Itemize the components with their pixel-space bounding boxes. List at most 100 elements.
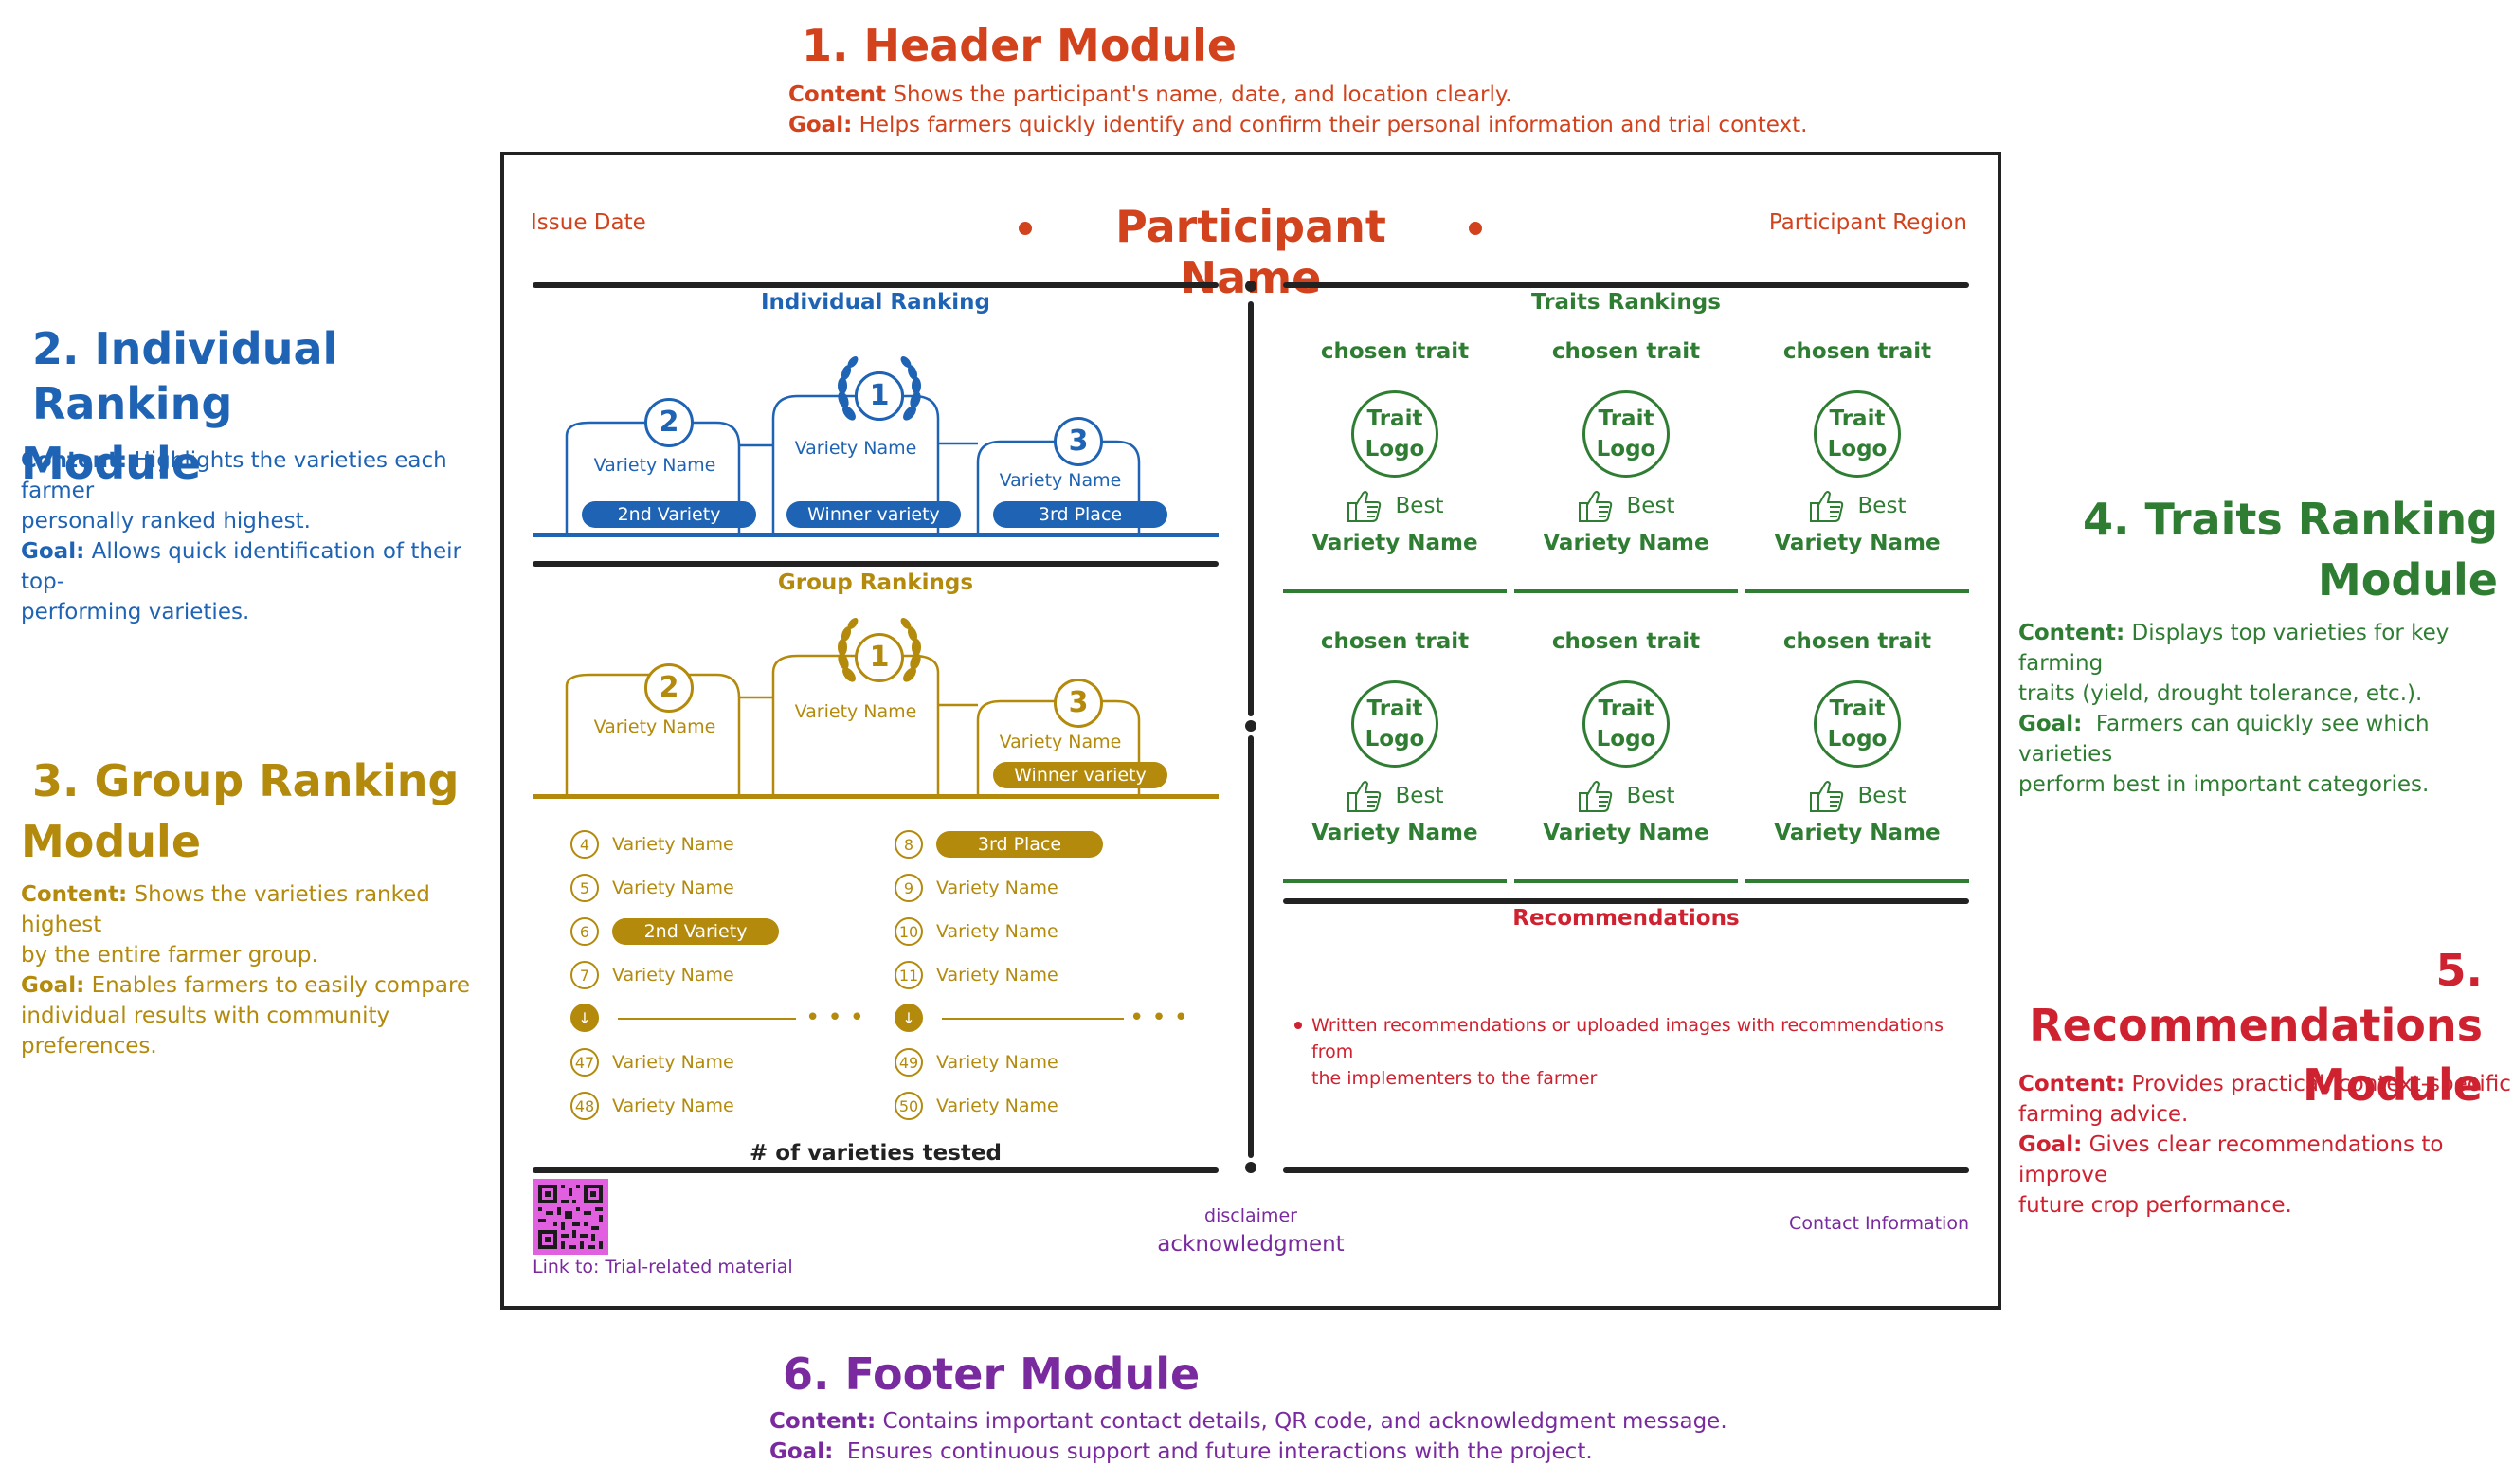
recommendations-module-desc: Content: Provides practical, context-spe… [2018, 1072, 2511, 1218]
thumbs-up-icon [1578, 781, 1612, 812]
group-third-label: Winner variety [993, 762, 1167, 788]
trial-material-link[interactable]: Link to: Trial-related material [533, 1257, 793, 1277]
group-list-item: 6 2nd Variety [570, 917, 779, 946]
footer-module-title: 6. Footer Module [783, 1348, 1201, 1400]
individual-third-variety: Variety Name [999, 470, 1122, 491]
header-module-content: Content Shows the participant's name, da… [788, 82, 1512, 107]
trait-logo-line2: Logo [1827, 727, 1888, 751]
thumbs-up-icon [1809, 781, 1843, 812]
ellipsis-dots-right: ••• [1130, 1004, 1197, 1032]
podium-base [533, 533, 1219, 537]
individual-ranking-title: Individual Ranking [760, 290, 991, 315]
rank-variety-name: Variety Name [612, 878, 734, 898]
report-card-frame [500, 152, 2001, 1310]
trait-logo-line1: Trait [1829, 697, 1886, 721]
down-arrow-icon-right: ↓ [895, 1004, 923, 1032]
separator-dot-middle [1245, 720, 1256, 732]
trait-logo-line1: Trait [1366, 407, 1423, 431]
trait-divider [1745, 879, 1969, 883]
rank-variety-name: Variety Name [936, 965, 1058, 986]
rank-number: 50 [895, 1092, 923, 1120]
rank-variety-name: Variety Name [612, 1052, 734, 1073]
trait-logo-line2: Logo [1365, 727, 1425, 751]
recommendations-module-title: 5. Recommendations Module [2029, 945, 2483, 1111]
vertical-separator-upper [1248, 301, 1254, 716]
rank-number: 6 [570, 917, 599, 946]
individual-third-label: 3rd Place [993, 501, 1167, 528]
trait-best-row: Best [1283, 489, 1507, 523]
group-rank-3-badge: 3 [1054, 679, 1103, 728]
trait-variety-name: Variety Name [1543, 531, 1709, 555]
trait-divider [1514, 589, 1738, 593]
group-rankings-title: Group Rankings [777, 570, 974, 595]
traits-module-desc: Content: Displays top varieties for key … [2018, 621, 2450, 797]
footer-module-goal: Goal: Ensures continuous support and fut… [769, 1439, 1593, 1464]
rank-number: 10 [895, 917, 923, 946]
rank-variety-name: Variety Name [936, 878, 1058, 898]
trait-name: chosen trait [1551, 339, 1701, 364]
separator-traits-recommendations [1283, 898, 1969, 904]
recommendations-bullet [1294, 1022, 1302, 1029]
trait-name: chosen trait [1320, 629, 1470, 654]
trait-best-row: Best [1283, 779, 1507, 813]
header-bullet-right [1469, 222, 1482, 235]
trait-name: chosen trait [1320, 339, 1470, 364]
group-rank-2-badge: 2 [644, 663, 694, 713]
group-list-item: 9 Variety Name [895, 874, 1058, 902]
recommendations-title: Recommendations [1512, 906, 1740, 931]
rank-number: 48 [570, 1092, 599, 1120]
trait-best-label: Best [1626, 784, 1675, 808]
rank-variety-name: Variety Name [612, 965, 734, 986]
rank-pill-label: 3rd Place [936, 831, 1103, 858]
trait-best-row: Best [1514, 779, 1738, 813]
trait-divider [1514, 879, 1738, 883]
rank-pill-label: 2nd Variety [612, 918, 779, 945]
rank-number: 9 [895, 874, 923, 902]
individual-module-title: 2. Individual Ranking Module [21, 323, 338, 489]
participant-region: Participant Region [1768, 210, 1967, 235]
contact-information[interactable]: Contact Information [1789, 1213, 1969, 1234]
group-first-variety: Variety Name [794, 701, 917, 722]
trait-logo-line1: Trait [1829, 407, 1886, 431]
qr-code-icon[interactable] [533, 1179, 608, 1255]
separator-individual-group [533, 561, 1219, 567]
trait-best-row: Best [1514, 489, 1738, 523]
rank-number: 49 [895, 1048, 923, 1077]
trait-divider [1745, 589, 1969, 593]
rank-number: 4 [570, 830, 599, 859]
trait-name: chosen trait [1782, 339, 1932, 364]
trait-name: chosen trait [1551, 629, 1701, 654]
thumbs-up-icon [1578, 491, 1612, 522]
footer-module-content: Content: Contains important contact deta… [769, 1409, 1727, 1434]
trait-name: chosen trait [1782, 629, 1932, 654]
separator-left-top [533, 282, 1219, 288]
individual-rank-2-badge: 2 [644, 398, 694, 447]
thumbs-up-icon [1809, 491, 1843, 522]
group-third-variety: Variety Name [999, 732, 1122, 752]
trait-best-row: Best [1745, 779, 1969, 813]
individual-rank-3-badge: 3 [1054, 417, 1103, 466]
trait-best-label: Best [1395, 784, 1444, 808]
trait-logo-line1: Trait [1598, 697, 1654, 721]
varieties-tested: # of varieties tested [750, 1141, 1002, 1166]
trait-logo-line2: Logo [1365, 437, 1425, 461]
acknowledgment: acknowledgment [1157, 1232, 1345, 1257]
thumbs-up-icon [1347, 491, 1381, 522]
vertical-separator-lower [1248, 735, 1254, 1158]
ellipsis-line-right [942, 1018, 1124, 1020]
group-laurel-wreath-icon [838, 618, 921, 682]
individual-first-variety: Variety Name [794, 438, 917, 459]
trait-variety-name: Variety Name [1774, 821, 1941, 845]
